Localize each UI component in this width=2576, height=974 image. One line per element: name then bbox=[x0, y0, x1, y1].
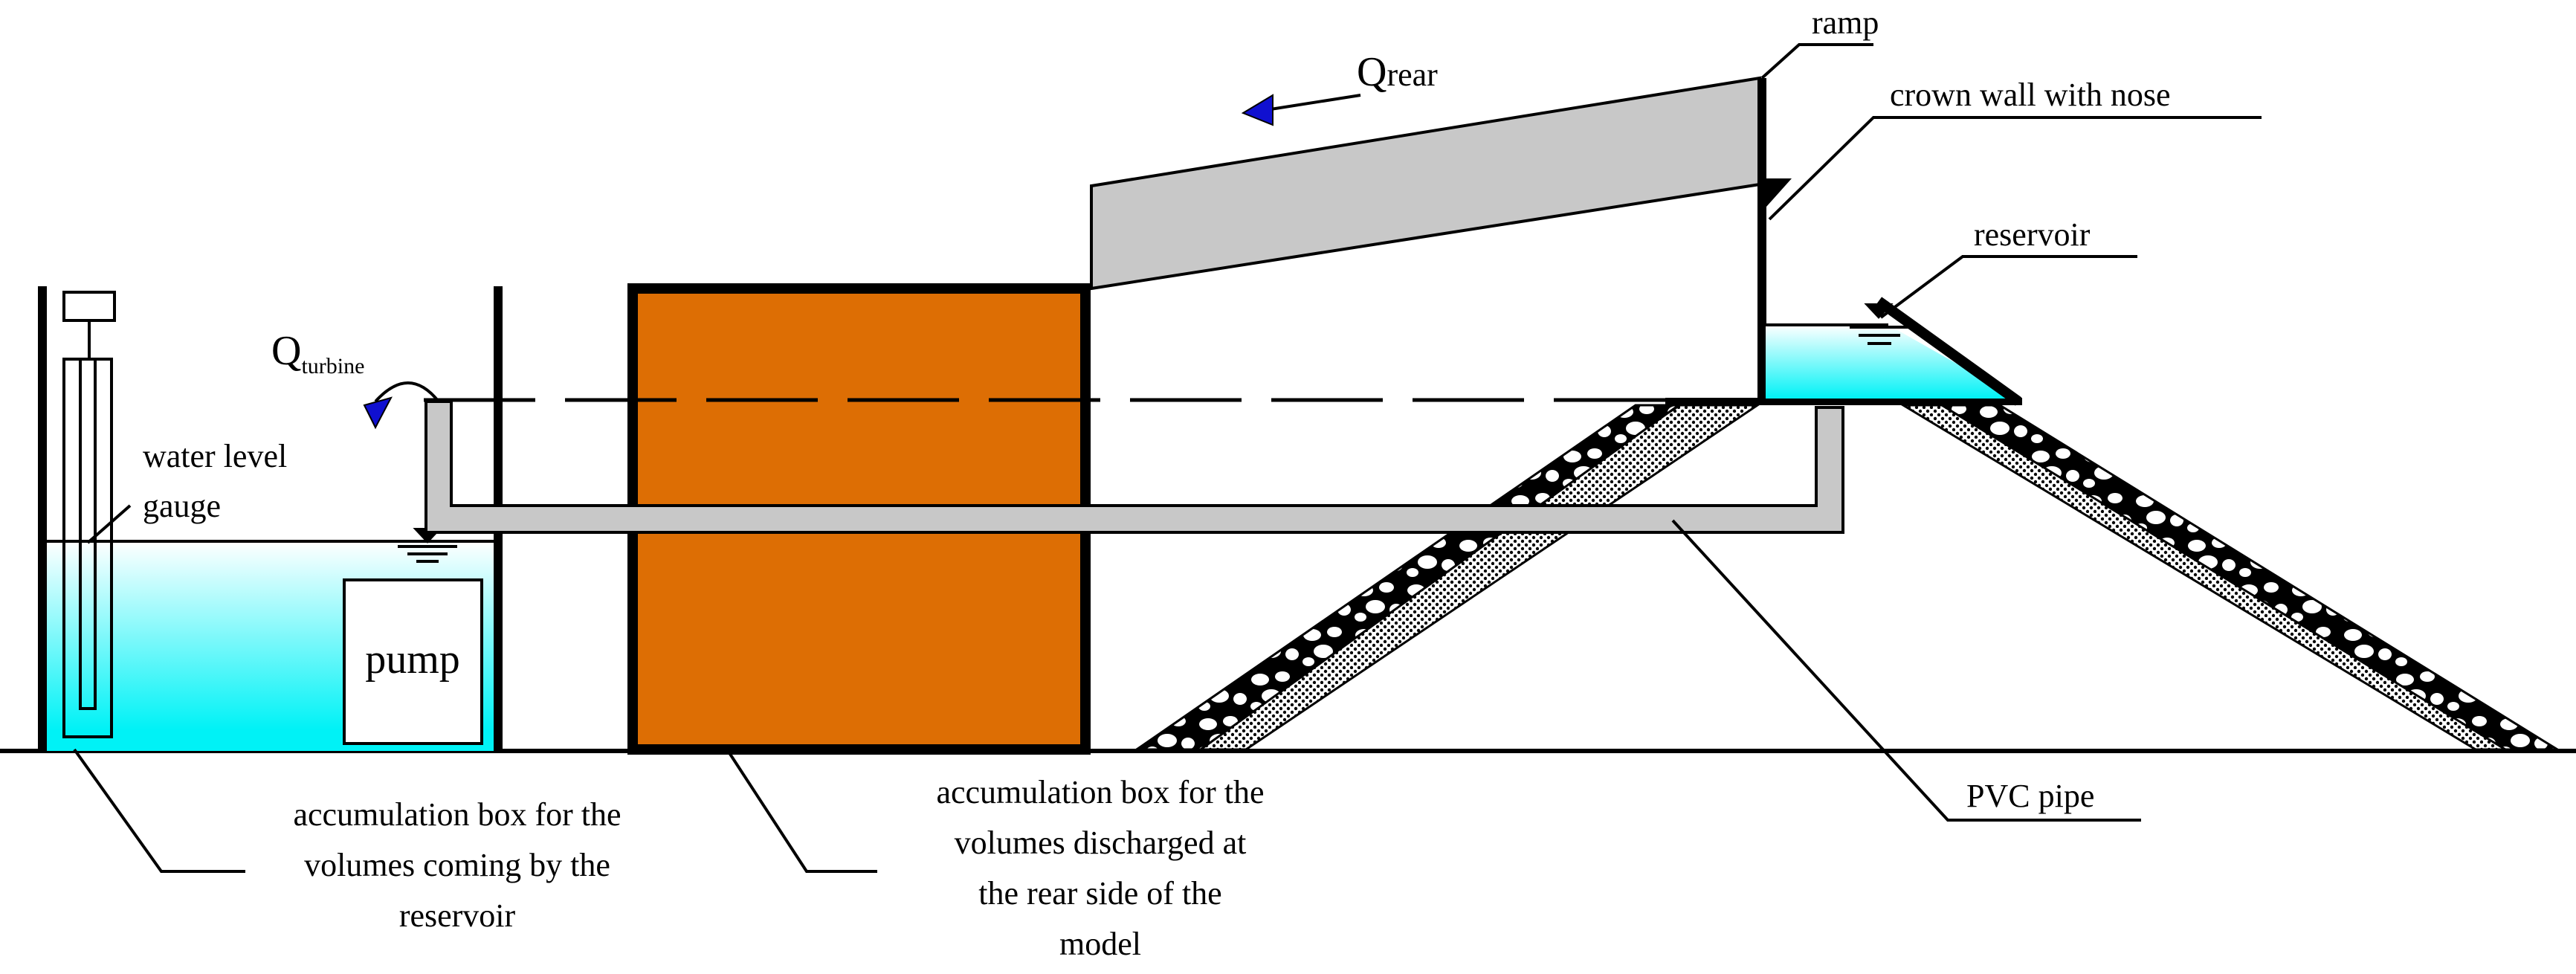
reservoir-label: reservoir bbox=[1974, 216, 2091, 253]
acc-box-rear-line-4: model bbox=[1059, 926, 1141, 962]
crown-wall-leader bbox=[1768, 116, 2262, 221]
crown-wall-label: crown wall with nose bbox=[1890, 77, 2171, 113]
breakwater-back-slope-armor bbox=[1937, 404, 2562, 751]
acc-box-rear-label: accumulation box for the volumes dischar… bbox=[936, 774, 1264, 962]
acc-box-reservoir-label: accumulation box for the volumes coming … bbox=[293, 796, 621, 934]
acc-box-rear-leader bbox=[726, 748, 877, 873]
water-surface-symbol-reservoir bbox=[1850, 303, 1909, 345]
acc-box-reservoir-leader bbox=[73, 748, 245, 873]
q-turbine-arrowhead bbox=[363, 396, 393, 430]
water-level-gauge-label-1: water level bbox=[143, 438, 287, 474]
pvc-pipe bbox=[425, 400, 1844, 534]
ramp-label: ramp bbox=[1812, 4, 1879, 41]
pvc-pipe-leader bbox=[1671, 519, 2141, 822]
acc-box-reservoir-line-2: volumes coming by the bbox=[304, 847, 610, 883]
reservoir-leader bbox=[1879, 255, 2137, 319]
reservoir-water bbox=[1766, 325, 2018, 399]
gauge-tube-inner bbox=[79, 358, 97, 710]
ramp bbox=[1090, 76, 1761, 291]
pump-box bbox=[343, 578, 483, 745]
q-rear-arrow bbox=[1241, 94, 1361, 126]
acc-box-reservoir-line-3: reservoir bbox=[399, 897, 516, 934]
q-rear-label: Qrear bbox=[1357, 49, 1438, 95]
acc-box-reservoir-line-1: accumulation box for the bbox=[293, 796, 621, 833]
breakwater-front-slope-armor bbox=[1133, 404, 1682, 751]
acc-box-rear-line-2: volumes discharged at bbox=[955, 825, 1247, 861]
pump-label: pump bbox=[365, 636, 460, 683]
gauge-pointer bbox=[86, 504, 132, 544]
ramp-leader bbox=[1760, 43, 1873, 80]
water-level-gauge-label-2: gauge bbox=[143, 488, 221, 524]
gauge-head bbox=[62, 291, 116, 322]
q-turbine-label: Qturbine bbox=[271, 328, 364, 378]
acc-box-rear-line-1: accumulation box for the bbox=[936, 774, 1264, 810]
pvc-pipe-label: PVC pipe bbox=[1966, 778, 2094, 814]
crown-wall-nose bbox=[1766, 178, 1792, 207]
acc-box-rear-line-3: the rear side of the bbox=[978, 875, 1221, 912]
reservoir-slope-wall bbox=[1875, 297, 2022, 406]
q-turbine-curve bbox=[374, 381, 440, 403]
